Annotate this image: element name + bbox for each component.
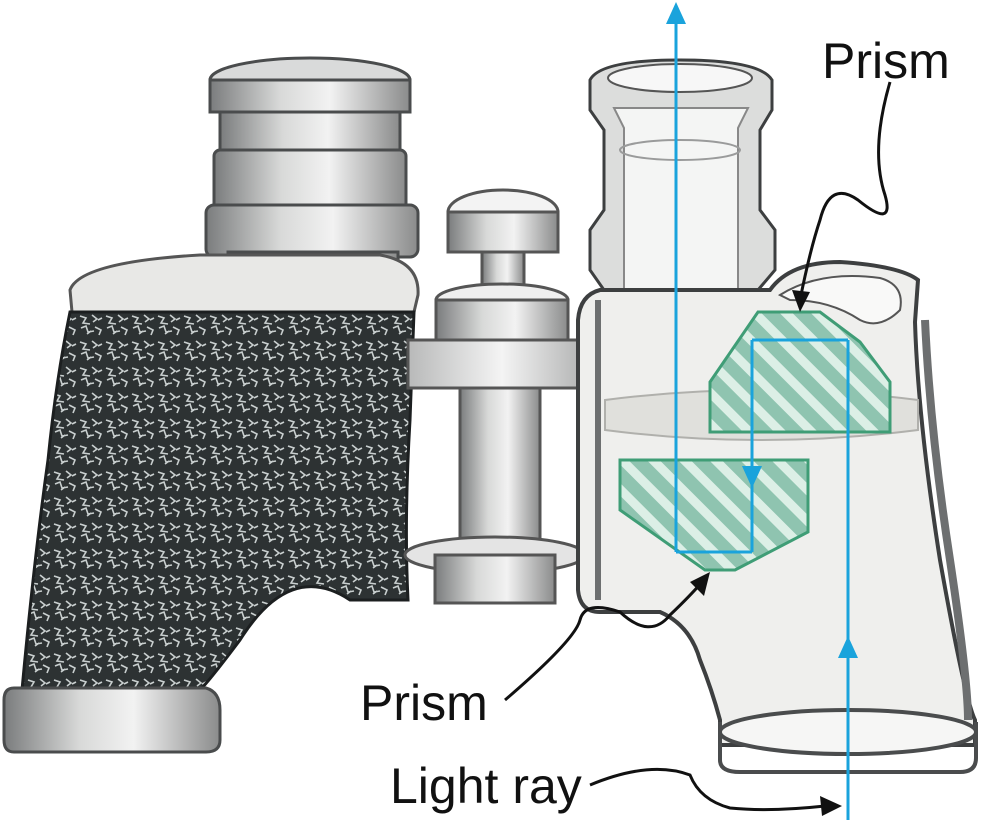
focus-knob <box>446 210 560 254</box>
hinge-axle <box>458 386 542 560</box>
hinge-bottom-block <box>433 553 557 605</box>
right-top-opening <box>777 275 902 325</box>
light-ray-down-arrow <box>742 466 762 488</box>
hinge-upper-block <box>434 298 570 342</box>
left-objective-ring <box>2 686 222 754</box>
right-eyepiece-glass <box>612 107 750 291</box>
left-focus-ring <box>204 203 420 259</box>
light-ray-exit-arrow <box>666 2 686 24</box>
leader-light-ray <box>589 767 826 812</box>
label-prism-top: Prism <box>822 33 950 89</box>
left-top-plate <box>68 253 420 314</box>
leader-prism-top <box>798 81 892 301</box>
hinge-bridge <box>406 338 598 390</box>
left-barrel <box>2 56 420 754</box>
right-objective-ring <box>718 722 978 774</box>
left-eyepiece-ring <box>212 148 408 212</box>
center-hinge <box>403 188 598 605</box>
left-eyepiece-cap <box>208 78 412 114</box>
right-shell-wall-right <box>921 319 972 721</box>
leader-light-ray-arrow <box>820 796 842 816</box>
left-body-texture <box>20 310 416 692</box>
prism-lower <box>618 458 810 572</box>
label-light-ray: Light ray <box>390 758 582 814</box>
leader-prism-bottom-arrow <box>690 572 710 596</box>
right-eyelens <box>607 63 753 93</box>
light-ray-path <box>666 2 858 820</box>
leader-prism-top-arrow <box>792 290 810 312</box>
label-prism-bottom: Prism <box>360 675 488 731</box>
light-ray-entry-arrow <box>838 636 858 658</box>
leader-prism-bottom <box>504 581 704 702</box>
right-eyepiece-lens-2 <box>619 139 741 161</box>
prism-upper <box>708 310 892 434</box>
